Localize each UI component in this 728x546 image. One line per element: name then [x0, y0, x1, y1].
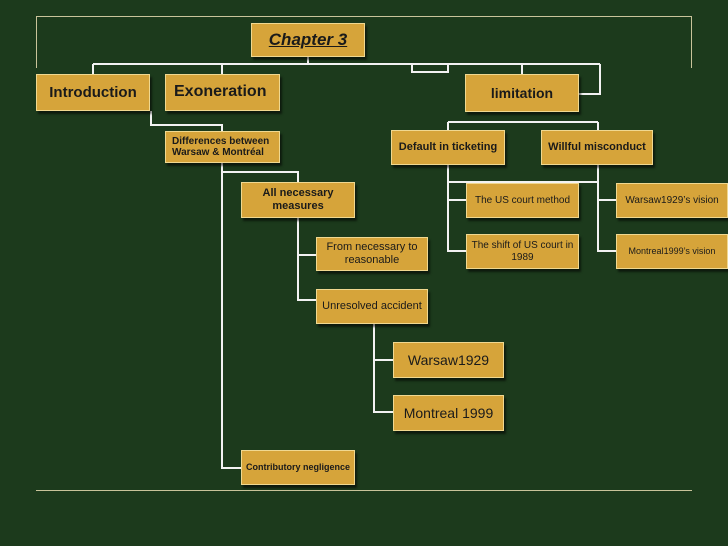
node-from-necessary: From necessary to reasonable: [316, 237, 428, 271]
top-rule: [36, 16, 692, 17]
node-limitation-label: limitation: [490, 84, 554, 101]
node-willful: Willful misconduct: [541, 130, 653, 165]
node-unresolved-label: Unresolved accident: [322, 300, 422, 313]
node-from-necessary-label: From necessary to reasonable: [326, 241, 418, 266]
node-all-necessary-label: All necessary measures: [262, 187, 334, 212]
node-warsaw1929-label: Warsaw1929: [407, 351, 490, 368]
left-rule: [36, 16, 37, 68]
connector-willful-sub: [597, 165, 616, 252]
node-chapter-3: Chapter 3: [251, 23, 365, 57]
node-differences: Differences between Warsaw & Montréal: [165, 131, 280, 163]
node-shift-us-court: The shift of US court in 1989: [466, 234, 579, 269]
bottom-rule: [36, 490, 692, 491]
node-introduction: Introduction: [36, 74, 150, 111]
connector-allnec-sub: [297, 218, 316, 301]
node-all-necessary: All necessary measures: [241, 182, 355, 218]
node-unresolved: Unresolved accident: [316, 289, 428, 324]
node-differences-label: Differences between Warsaw & Montréal: [172, 135, 270, 159]
node-us-court-method: The US court method: [466, 183, 579, 218]
node-contributory-label: Contributory negligence: [245, 462, 350, 473]
connector-to-limitation-right: [579, 64, 601, 95]
connector-exon-contributory: [221, 301, 241, 469]
node-chapter-3-label: Chapter 3: [268, 30, 348, 50]
node-exoneration-label: Exoneration: [174, 83, 267, 101]
connector-default-sub: [447, 165, 466, 252]
node-montreal1999-label: Montreal 1999: [403, 404, 494, 421]
connector-diff-bus-allnec: [222, 171, 299, 182]
connector-exon-differences: [150, 111, 223, 131]
node-default-ticketing-label: Default in ticketing: [398, 141, 498, 154]
right-rule: [691, 16, 692, 68]
connector-bump-left: [411, 64, 449, 73]
node-exoneration: Exoneration: [165, 74, 280, 111]
node-shift-us-court-label: The shift of US court in 1989: [471, 240, 574, 263]
node-contributory: Contributory negligence: [241, 450, 355, 485]
node-introduction-label: Introduction: [49, 83, 137, 101]
node-willful-label: Willful misconduct: [548, 141, 646, 154]
node-warsaw-vision-label: Warsaw1929’s vision: [625, 194, 719, 206]
node-limitation: limitation: [465, 74, 579, 112]
connector-unresolved-sub: [373, 324, 393, 413]
node-montreal-vision: Montreal1999’s vision: [616, 234, 728, 269]
node-montreal1999: Montreal 1999: [393, 395, 504, 431]
node-montreal-vision-label: Montreal1999’s vision: [628, 246, 716, 257]
node-warsaw1929: Warsaw1929: [393, 342, 504, 378]
node-us-court-method-label: The US court method: [474, 194, 571, 206]
node-warsaw-vision: Warsaw1929’s vision: [616, 183, 728, 218]
node-default-ticketing: Default in ticketing: [391, 130, 505, 165]
